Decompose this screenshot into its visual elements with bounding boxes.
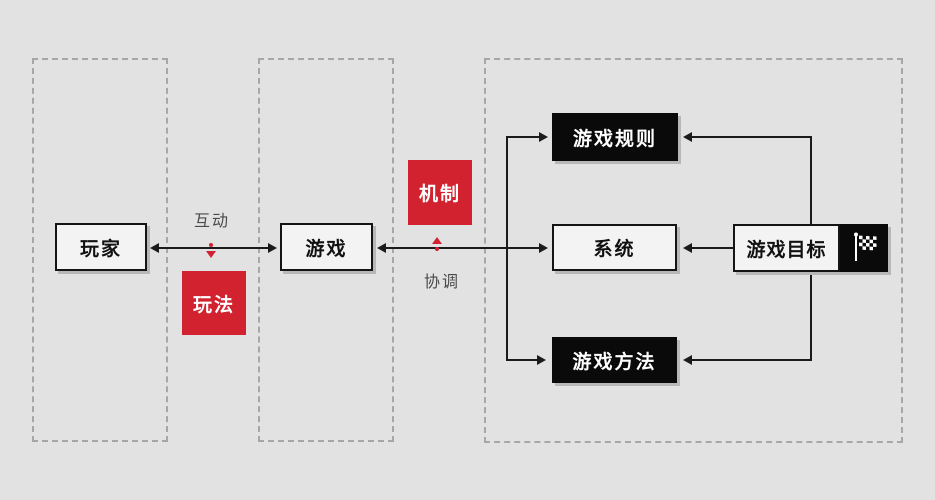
gameplay-pointer-dot	[209, 243, 213, 247]
arrowhead-to-rules-left	[539, 132, 548, 142]
node-game-goal-labelbox: 游戏目标	[733, 224, 840, 272]
mechanism-pointer-arrow-icon	[432, 237, 442, 244]
node-game-label: 游戏	[305, 237, 348, 260]
edge-goal-system	[690, 247, 734, 249]
player-group-frame	[32, 58, 168, 442]
arrowhead-to-player	[150, 243, 159, 253]
node-game-methods: 游戏方法	[552, 337, 677, 383]
edge-goal-down	[810, 272, 812, 360]
node-gameplay: 玩法	[182, 271, 246, 335]
node-game: 游戏	[280, 223, 373, 271]
arrowhead-to-system-right	[683, 243, 692, 253]
node-player-label: 玩家	[79, 237, 122, 260]
node-game-rules: 游戏规则	[552, 113, 678, 161]
node-gameplay-label: 玩法	[192, 293, 235, 316]
node-game-methods-label: 游戏方法	[572, 350, 657, 373]
checkered-flag-icon	[840, 224, 888, 272]
edge-label-interaction: 互动	[193, 211, 230, 230]
mechanism-pointer-dot	[435, 247, 439, 251]
arrowhead-to-game-right	[377, 243, 386, 253]
edge-player-game	[152, 247, 270, 249]
arrowhead-to-methods-right	[683, 355, 692, 365]
node-game-goal: 游戏目标	[733, 224, 888, 272]
arrowhead-to-game-left	[268, 243, 277, 253]
node-game-rules-label: 游戏规则	[572, 127, 657, 150]
edge-goal-up	[810, 137, 812, 224]
edge-branch-to-methods	[507, 359, 539, 361]
node-player: 玩家	[55, 223, 147, 271]
edge-game-system	[380, 247, 541, 249]
arrowhead-to-rules-right	[683, 132, 692, 142]
game-internals-group-frame	[484, 58, 903, 443]
edge-branch-vertical	[506, 136, 508, 361]
node-game-goal-label: 游戏目标	[746, 238, 827, 261]
node-system-label: 系统	[593, 238, 636, 260]
edge-goal-to-rules	[692, 136, 812, 138]
node-system: 系统	[552, 224, 677, 271]
game-group-frame	[258, 58, 394, 442]
gameplay-pointer-arrow-icon	[206, 251, 216, 258]
arrowhead-to-system-left	[539, 243, 548, 253]
node-mechanism: 机制	[408, 160, 472, 225]
edge-branch-to-rules	[507, 136, 541, 138]
arrowhead-to-methods-left	[537, 355, 546, 365]
edge-label-coordination: 协调	[423, 272, 460, 291]
edge-goal-to-methods	[692, 359, 812, 361]
node-mechanism-label: 机制	[418, 183, 461, 205]
